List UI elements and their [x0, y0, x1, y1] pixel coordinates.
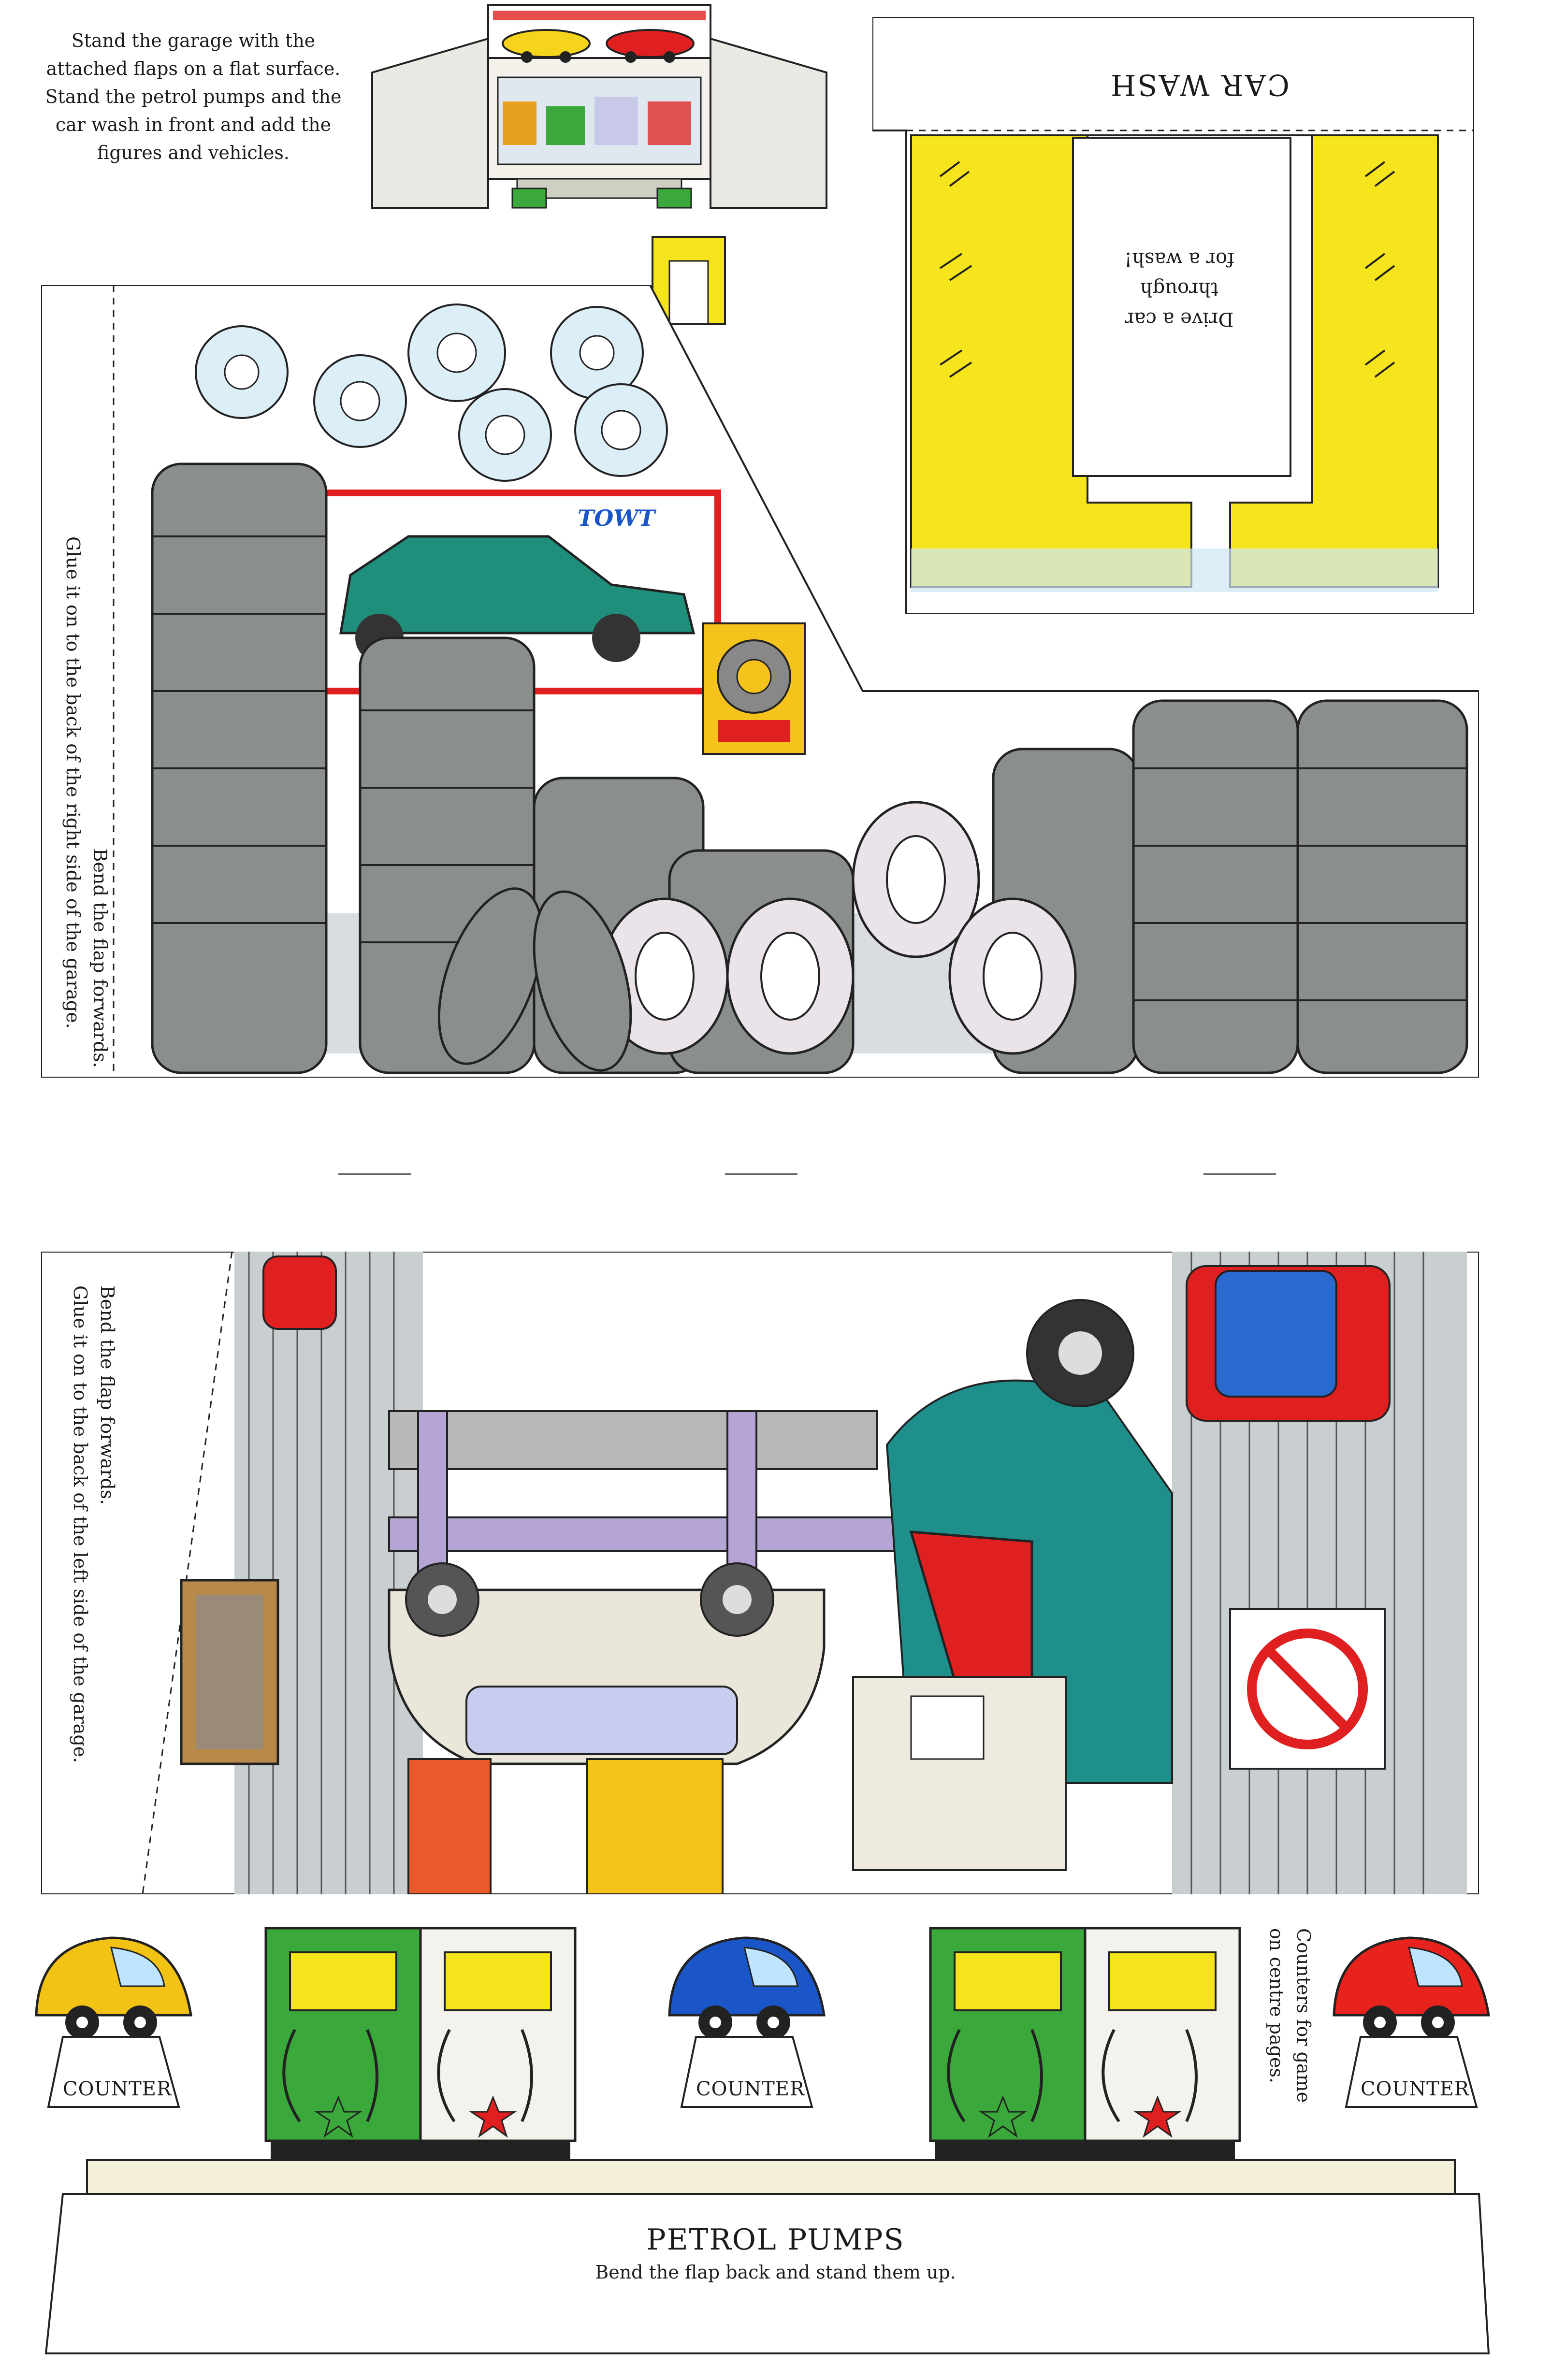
- petrol-pumps-title: PETROL PUMPS: [646, 2223, 905, 2257]
- petrol-pump-pair-1: [264, 1927, 577, 2160]
- flap-instruction-line: Bend the flap forwards.: [89, 848, 111, 1068]
- workshop-panel-artwork: [41, 1252, 1479, 1894]
- counter-label-1: COUNTER: [63, 2078, 172, 2100]
- workshop-panel: Bend the flap forwards. Glue it on to th…: [41, 1252, 1479, 1894]
- tyre-panel-artwork: [41, 285, 1479, 1078]
- car-wash-artwork: [872, 17, 1474, 614]
- intro-line: attached flaps on a flat surface.: [46, 58, 341, 79]
- intro-line: Stand the petrol pumps and the: [45, 86, 342, 107]
- flap-instruction-line: Bend the flap forwards.: [97, 1285, 118, 1505]
- flap-instruction-line: Glue it on to the back of the right side…: [62, 536, 84, 1029]
- car-wash-message-line: for a wash!: [1124, 248, 1234, 270]
- garage-preview: [371, 4, 827, 325]
- car-wash-title: CAR WASH: [1109, 68, 1290, 101]
- intro-line: figures and vehicles.: [97, 142, 290, 163]
- flap-instruction-line: Glue it on to the back of the left side …: [70, 1285, 91, 1763]
- petrol-pumps-label: PETROL PUMPS Bend the flap back and stan…: [0, 2223, 1551, 2283]
- car-wash-panel: CAR WASH Drive a car through for a wash!: [872, 17, 1474, 614]
- intro-line: Stand the garage with the: [71, 30, 316, 51]
- intro-instructions: Stand the garage with the attached flaps…: [29, 27, 358, 167]
- workshop-panel-flap-instructions: Bend the flap forwards. Glue it on to th…: [67, 1285, 121, 1763]
- counters-note: Counters for game on centre pages.: [1263, 1928, 1317, 2103]
- intro-line: car wash in front and add the: [55, 114, 332, 135]
- counter-label-2: COUNTER: [696, 2078, 805, 2100]
- petrol-pump-pair-2: [929, 1927, 1241, 2160]
- tyre-panel: TOWT Bend the flap forwards. Glue it on …: [41, 285, 1479, 1078]
- poster-brand-text: TOWT: [578, 505, 655, 531]
- counters-note-line: Counters for game: [1293, 1928, 1314, 2103]
- counters-note-line: on centre pages.: [1266, 1928, 1287, 2084]
- tyre-panel-flap-instructions: Bend the flap forwards. Glue it on to th…: [59, 536, 114, 1068]
- counter-label-3: COUNTER: [1361, 2078, 1470, 2100]
- petrol-pumps-subtitle: Bend the flap back and stand them up.: [595, 2262, 956, 2283]
